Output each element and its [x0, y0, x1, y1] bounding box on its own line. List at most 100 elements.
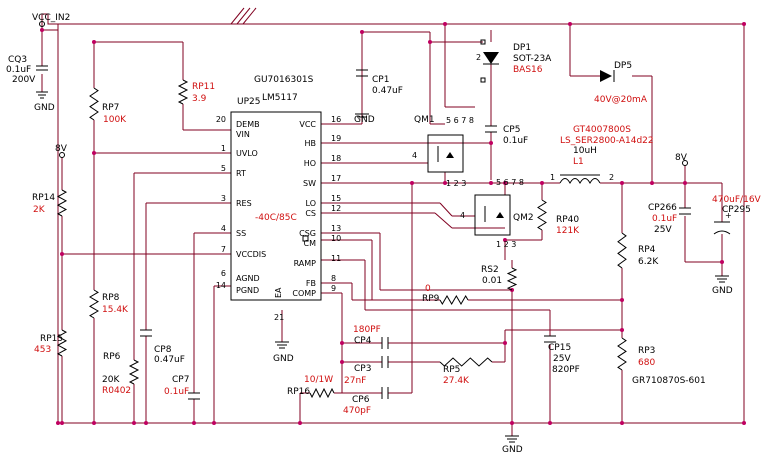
svg-text:453: 453	[34, 345, 51, 355]
pin-name-ramp: RAMP	[294, 259, 317, 268]
cp3-capacitor: CP3 27nF	[344, 356, 389, 386]
svg-text:121K: 121K	[556, 226, 580, 236]
svg-text:15.4K: 15.4K	[102, 305, 129, 315]
svg-text:0.1uF: 0.1uF	[503, 136, 528, 146]
svg-text:0.47uF: 0.47uF	[372, 86, 403, 96]
svg-text:0.1uF: 0.1uF	[6, 65, 31, 75]
pin-num-16: 16	[331, 115, 341, 124]
pin-num-19: 19	[331, 134, 341, 143]
svg-text:QM1: QM1	[414, 115, 435, 125]
pin-num-12: 12	[331, 204, 341, 213]
svg-text:RP40: RP40	[556, 215, 579, 225]
svg-text:R0402: R0402	[102, 386, 131, 396]
pin-name-sw: SW	[303, 179, 316, 188]
svg-text:CP5: CP5	[503, 125, 520, 135]
rp6-resistor: RP6 20K R0402	[102, 352, 140, 396]
l1-inductor: GT4007800S LS_SER2800-A14d22 10uH L1 1 2	[550, 125, 654, 185]
svg-text:470uF/16V: 470uF/16V	[712, 195, 762, 205]
svg-text:RP3: RP3	[638, 346, 655, 356]
rp14-resistor: RP14 2K	[32, 189, 68, 217]
svg-text:CP295: CP295	[722, 205, 751, 215]
svg-text:2K: 2K	[33, 205, 46, 215]
rp7-resistor: RP7 100K	[89, 87, 127, 125]
svg-text:DP1: DP1	[513, 43, 531, 53]
svg-text:L1: L1	[573, 157, 584, 167]
rp9-resistor: 0 RP9	[422, 284, 469, 305]
pin-name-demb: DEMB	[236, 120, 260, 129]
gnd-cp1: GND	[354, 113, 375, 125]
gnd-cq3: GND	[34, 91, 55, 113]
pin-name-comp: COMP	[292, 289, 316, 298]
svg-text:1 2 3: 1 2 3	[446, 179, 466, 188]
junctions	[40, 22, 746, 425]
cp8-capacitor: CP8 0.47uF	[140, 329, 185, 365]
svg-text:SOT-23A: SOT-23A	[513, 54, 552, 64]
svg-text:CP8: CP8	[154, 345, 172, 355]
ic-up25: GU7016301S UP25 LM5117 -40C/85C EA 21 DE…	[216, 75, 341, 322]
cp15-capacitor: CP15 25V 820PF	[544, 335, 580, 375]
svg-text:VCC_IN2: VCC_IN2	[32, 13, 70, 23]
pin-name-csg: CSG	[299, 229, 316, 238]
svg-text:GT4007800S: GT4007800S	[573, 125, 631, 135]
cp6-capacitor: CP6 470pF	[343, 387, 389, 416]
pin-num-10: 10	[331, 234, 341, 243]
pin-name-ss: SS	[236, 229, 246, 238]
svg-text:10uH: 10uH	[573, 146, 597, 156]
pin-name-ho: HO	[304, 159, 316, 168]
svg-text:QM2: QM2	[513, 213, 534, 223]
pin-num-18: 18	[331, 154, 341, 163]
svg-text:200V: 200V	[12, 75, 36, 85]
svg-text:RP4: RP4	[638, 245, 656, 255]
svg-text:0.47uF: 0.47uF	[154, 355, 185, 365]
qm2-mosfet: QM2 5 6 7 8 4 1 2 3	[460, 178, 534, 249]
pin-num-17: 17	[331, 174, 341, 183]
cp5-capacitor: CP5 0.1uF	[485, 125, 528, 146]
svg-text:0.1uF: 0.1uF	[652, 214, 677, 224]
top-hatch	[230, 7, 257, 25]
gnd-main: GND	[502, 435, 523, 455]
pin-name-res: RES	[236, 199, 252, 208]
svg-text:10/1W: 10/1W	[304, 375, 333, 385]
svg-text:RP6: RP6	[103, 352, 121, 362]
v8-right-port: 8V	[675, 153, 688, 166]
svg-text:8V: 8V	[675, 153, 688, 163]
svg-text:RP5: RP5	[443, 365, 460, 375]
pin-name-agnd: AGND	[236, 274, 260, 283]
svg-text:+: +	[725, 211, 732, 220]
svg-text:GND: GND	[712, 286, 733, 296]
v8-left-port: 8V	[55, 144, 68, 158]
svg-text:RP14: RP14	[32, 193, 55, 203]
pin-name-pgnd: PGND	[236, 286, 259, 295]
wires	[41, 13, 745, 436]
svg-text:CQ3: CQ3	[8, 55, 27, 65]
cp4-capacitor: 180PF CP4	[353, 325, 389, 349]
svg-text:RP9: RP9	[422, 294, 440, 304]
svg-text:-40C/85C: -40C/85C	[255, 213, 297, 223]
svg-text:LM5117: LM5117	[262, 93, 298, 103]
cp7-capacitor: CP7 0.1uF	[164, 375, 200, 400]
svg-text:21: 21	[274, 313, 284, 322]
svg-text:DP5: DP5	[614, 61, 632, 71]
svg-text:UP25: UP25	[237, 97, 260, 107]
pin-name-hb: HB	[304, 139, 316, 148]
svg-text:CP6: CP6	[352, 395, 370, 405]
pin-num-7: 7	[221, 245, 226, 254]
cp266-capacitor: CP266 0.1uF 25V	[648, 203, 691, 235]
rp11-resistor: RP11 3.9	[177, 79, 215, 105]
pin-num-5: 5	[221, 164, 226, 173]
pin-name-vcc: VCC	[299, 120, 316, 129]
svg-text:CP3: CP3	[354, 364, 371, 374]
svg-text:27nF: 27nF	[344, 376, 366, 386]
rp15-resistor: RP15 453	[34, 329, 68, 357]
svg-text:CP15: CP15	[548, 343, 571, 353]
svg-text:CP4: CP4	[354, 336, 372, 346]
svg-text:40V@20mA: 40V@20mA	[594, 95, 648, 105]
rs2-resistor: RS2 0.01	[481, 265, 518, 291]
svg-text:25V: 25V	[654, 225, 672, 235]
gnd-ic: GND	[273, 341, 294, 364]
qm1-mosfet: QM1 5 6 7 8 4 1 2 3	[412, 115, 474, 188]
svg-text:0.01: 0.01	[482, 276, 502, 286]
pin-name-rt: RT	[236, 169, 246, 178]
pin-name-cs: CS	[305, 209, 316, 218]
